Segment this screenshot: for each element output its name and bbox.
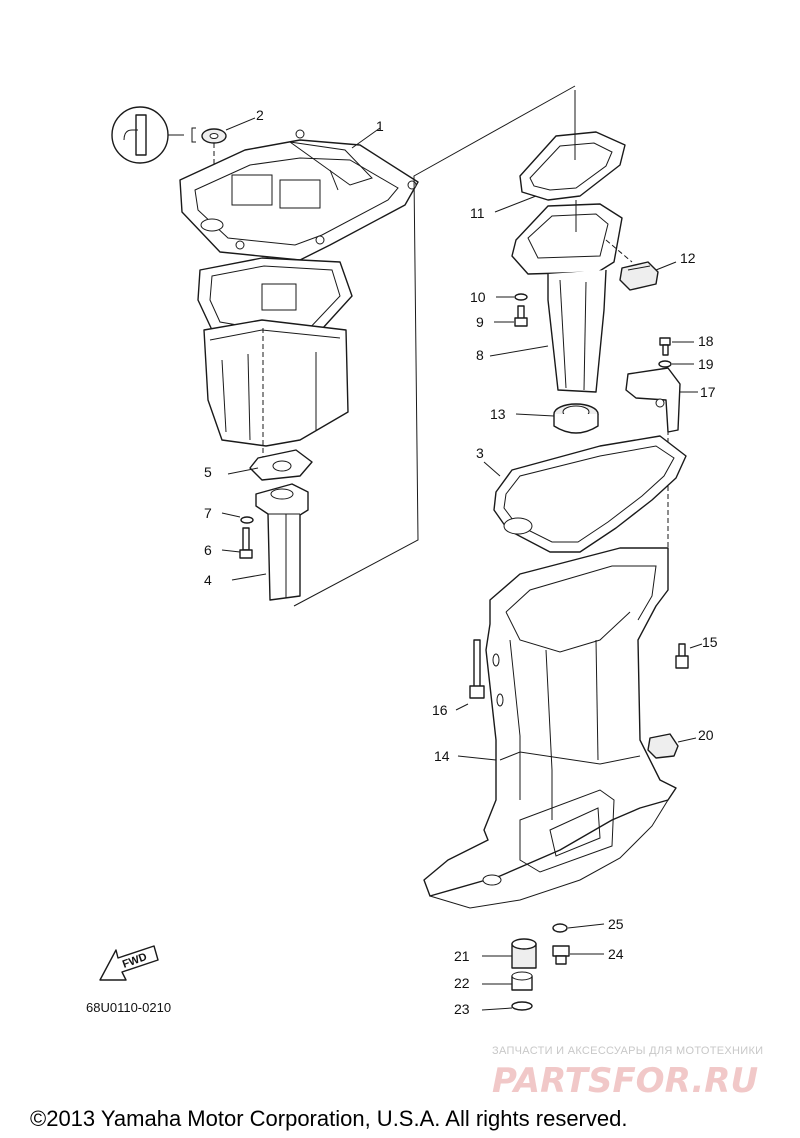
callout-15: 15 — [702, 634, 718, 650]
callout-16: 16 — [432, 702, 448, 718]
callout-14: 14 — [434, 748, 450, 764]
part-17-bracket — [625, 367, 698, 570]
part-20-anode — [647, 733, 697, 759]
callout-10: 10 — [470, 289, 486, 305]
upper-gasket — [197, 257, 353, 345]
part-4-exhaust-pipe — [231, 483, 309, 601]
callout-23: 23 — [454, 1001, 470, 1017]
part-13-seal — [515, 403, 599, 434]
callout-13: 13 — [490, 406, 506, 422]
callout-9: 9 — [476, 314, 484, 330]
upper-housing-body — [203, 319, 349, 460]
part-6-bolt — [221, 527, 253, 559]
callout-25: 25 — [608, 916, 624, 932]
callout-3: 3 — [476, 445, 484, 461]
part-23-ring — [481, 1001, 533, 1011]
watermark-tagline: ЗАПЧАСТИ И АКСЕССУАРЫ ДЛЯ МОТОТЕХНИКИ — [492, 1045, 763, 1057]
part-15-bolt — [675, 643, 703, 669]
callout-11: 11 — [470, 205, 485, 221]
callout-17: 17 — [700, 384, 716, 400]
callout-7: 7 — [204, 505, 212, 521]
callout-5: 5 — [204, 464, 212, 480]
watermark-brand: PARTSFOR.RU — [492, 1061, 758, 1101]
part-19-washer — [658, 360, 694, 368]
fwd-arrow-icon: FWD — [99, 945, 159, 981]
part-3-gasket — [483, 435, 687, 553]
part-8-exhaust-guide — [489, 200, 623, 393]
watermark: ЗАПЧАСТИ И АКСЕССУАРЫ ДЛЯ МОТОТЕХНИКИ PA… — [492, 1045, 763, 1101]
part-25-washer — [552, 923, 605, 933]
part-21-grommet — [482, 938, 537, 969]
callout-20: 20 — [698, 727, 714, 743]
part-14-lower-casing — [423, 547, 677, 909]
part-7-washer — [221, 512, 254, 524]
callout-18: 18 — [698, 333, 714, 349]
callout-24: 24 — [608, 946, 624, 962]
part-12-mount-rubber — [605, 239, 677, 291]
callout-21: 21 — [454, 948, 470, 964]
part-10-washer — [496, 293, 528, 301]
callout-2: 2 — [256, 107, 264, 123]
part-9-bolt — [494, 305, 528, 327]
group-bracket-line — [293, 85, 576, 607]
part-2-washer — [201, 117, 256, 215]
part-24-plug — [552, 945, 604, 965]
part-5-gasket — [227, 449, 313, 481]
copyright-notice: ©2013 Yamaha Motor Corporation, U.S.A. A… — [30, 1106, 627, 1131]
callout-labels: 1 2 3 4 5 6 7 8 9 10 11 12 13 14 15 16 1… — [204, 107, 718, 1017]
part-16-long-bolt — [455, 639, 485, 711]
callout-22: 22 — [454, 975, 470, 991]
catalog-code: 68U0110-0210 — [86, 1000, 171, 1015]
part-11-gasket — [494, 90, 626, 213]
part-18-bolt — [659, 337, 694, 356]
callout-12: 12 — [680, 250, 696, 266]
detail-bubble — [111, 106, 196, 164]
part-22-collar — [482, 971, 533, 991]
callout-6: 6 — [204, 542, 212, 558]
callout-4: 4 — [204, 572, 212, 588]
callout-19: 19 — [698, 356, 714, 372]
part-1-upper-plate — [179, 127, 419, 261]
callout-8: 8 — [476, 347, 484, 363]
callout-1: 1 — [376, 118, 384, 134]
